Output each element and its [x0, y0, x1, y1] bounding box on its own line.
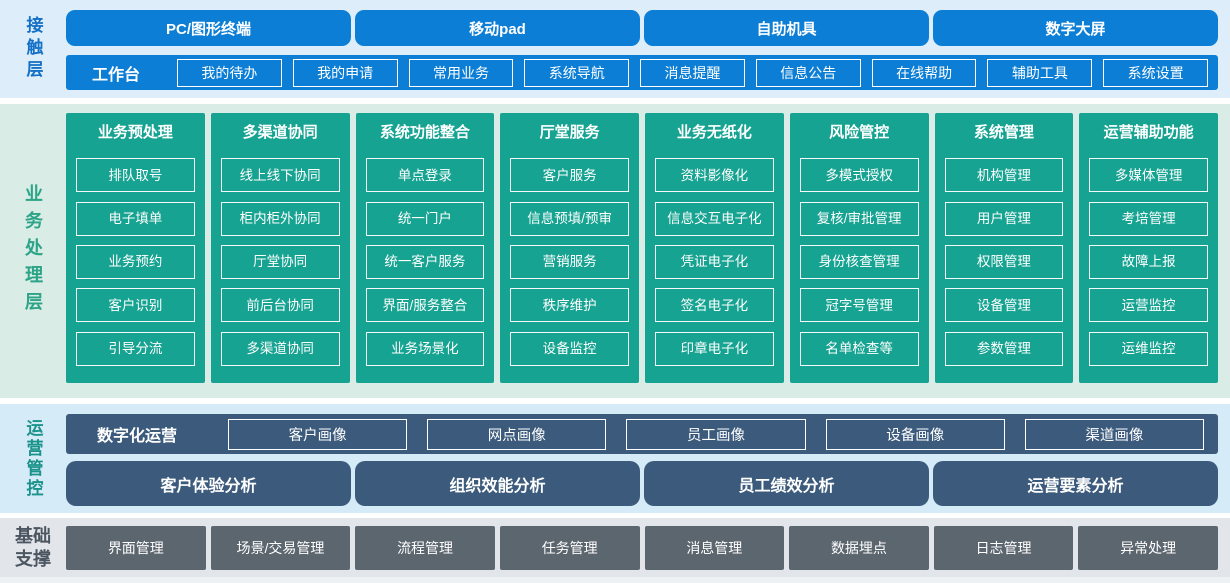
terminal-mobile-pad: 移动pad: [355, 10, 640, 46]
portrait-branch: 网点画像: [427, 418, 607, 450]
workbench-item-message-alerts: 消息提醒: [640, 58, 745, 87]
foundation-row: 界面管理 场景/交易管理 流程管理 任务管理 消息管理 数据埋点 日志管理 异常…: [66, 526, 1218, 570]
workbench-title: 工作台: [91, 66, 140, 84]
workbench-item-applications: 我的申请: [292, 58, 398, 87]
foundation-label: 基础支撑: [14, 526, 51, 569]
workbench-item-todo: 我的待办: [177, 58, 282, 87]
column-item: 多渠道协同: [220, 331, 340, 366]
terminal-pc: PC/图形终端: [66, 10, 351, 46]
portrait-customer: 客户画像: [228, 418, 408, 450]
column-system-integration: 系统功能整合 单点登录 统一门户 统一客户服务 界面/服务整合 业务场景化: [355, 113, 495, 383]
workbench-item-system-nav: 系统导航: [524, 58, 630, 87]
column-item: 设备管理: [944, 288, 1064, 323]
column-item: 多模式授权: [799, 158, 919, 193]
column-title: 业务无纸化: [676, 124, 752, 141]
workbench-item-common-business: 常用业务: [408, 58, 514, 87]
column-item: 复核/审批管理: [799, 201, 919, 236]
digital-operations-title: 数字化运营: [96, 428, 177, 445]
column-item: 参数管理: [944, 331, 1064, 366]
digital-operations-bar: 数字化运营 客户画像 网点画像 员工画像 设备画像 渠道画像: [66, 414, 1218, 454]
analysis-row: 客户体验分析 组织效能分析 员工绩效分析 运营要素分析: [66, 461, 1218, 506]
processing-layer-label: 业务处理层: [23, 183, 43, 319]
column-item: 用户管理: [944, 201, 1064, 236]
column-item: 业务场景化: [365, 331, 485, 366]
column-item: 营销服务: [510, 244, 629, 279]
column-item: 信息交互电子化: [655, 201, 774, 236]
column-risk-control: 风险管控 多模式授权 复核/审批管理 身份核查管理 冠字号管理 名单检查等: [789, 113, 929, 383]
column-business-preprocessing: 业务预处理 排队取号 电子填单 业务预约 客户识别 引导分流: [66, 113, 205, 383]
analysis-employee-performance: 员工绩效分析: [644, 461, 929, 506]
column-item: 统一门户: [365, 201, 485, 236]
terminal-self-service: 自助机具: [644, 10, 929, 46]
column-item: 资料影像化: [655, 158, 774, 193]
foundation-ui-management: 界面管理: [66, 526, 206, 570]
column-item: 客户识别: [76, 288, 195, 323]
column-item: 印章电子化: [655, 331, 774, 366]
column-title: 多渠道协同: [242, 124, 318, 141]
column-title: 系统功能整合: [379, 124, 470, 141]
column-paperless-business: 业务无纸化 资料影像化 信息交互电子化 凭证电子化 签名电子化 印章电子化: [645, 113, 784, 383]
column-item: 电子填单: [76, 201, 195, 236]
column-item: 业务预约: [76, 244, 195, 279]
workbench-item-online-help: 在线帮助: [871, 58, 977, 87]
portrait-employee: 员工画像: [626, 418, 806, 450]
column-item: 秩序维护: [510, 288, 629, 323]
foundation-data-tracking: 数据埋点: [789, 526, 929, 570]
column-item: 机构管理: [944, 158, 1064, 193]
footer-strip: [0, 577, 1230, 583]
column-system-management: 系统管理 机构管理 用户管理 权限管理 设备管理 参数管理: [934, 113, 1074, 383]
foundation-message-management: 消息管理: [644, 526, 785, 570]
portrait-channel: 渠道画像: [1024, 418, 1205, 450]
contact-layer-label: 接触层: [23, 16, 43, 82]
column-ops-auxiliary: 运营辅助功能 多媒体管理 考培管理 故障上报 运营监控 运维监控: [1079, 113, 1218, 383]
column-item: 凭证电子化: [655, 244, 774, 279]
portrait-device: 设备画像: [825, 418, 1005, 450]
column-item: 界面/服务整合: [365, 288, 485, 323]
column-item: 多媒体管理: [1089, 158, 1208, 193]
column-item: 身份核查管理: [799, 244, 919, 279]
column-title: 厅堂服务: [539, 124, 600, 141]
foundation-process-management: 流程管理: [355, 526, 495, 570]
column-item: 设备监控: [510, 331, 629, 366]
column-multichannel-collab: 多渠道协同 线上线下协同 柜内柜外协同 厅堂协同 前后台协同 多渠道协同: [210, 113, 350, 383]
column-item: 客户服务: [510, 158, 629, 193]
foundation-task-management: 任务管理: [499, 526, 640, 570]
workbench-item-system-settings: 系统设置: [1103, 58, 1209, 87]
analysis-ops-elements: 运营要素分析: [933, 461, 1218, 506]
column-title: 风险管控: [829, 124, 890, 141]
terminal-row: PC/图形终端 移动pad 自助机具 数字大屏: [66, 10, 1218, 46]
column-item: 排队取号: [76, 158, 195, 193]
foundation-scene-transaction: 场景/交易管理: [210, 526, 351, 570]
foundation-log-management: 日志管理: [933, 526, 1074, 570]
column-item: 名单检查等: [799, 331, 919, 366]
column-item: 线上线下协同: [220, 158, 340, 193]
workbench-item-aux-tools: 辅助工具: [987, 58, 1093, 87]
workbench-bar: 工作台 我的待办 我的申请 常用业务 系统导航 消息提醒 信息公告 在线帮助 辅…: [66, 55, 1218, 90]
column-item: 单点登录: [365, 158, 485, 193]
foundation-exception-handling: 异常处理: [1078, 526, 1218, 570]
column-item: 权限管理: [944, 244, 1064, 279]
terminal-digital-screen: 数字大屏: [933, 10, 1218, 46]
column-item: 签名电子化: [655, 288, 774, 323]
analysis-org-efficiency: 组织效能分析: [355, 461, 640, 506]
column-item: 引导分流: [76, 331, 195, 366]
column-item: 冠字号管理: [799, 288, 919, 323]
column-hall-services: 厅堂服务 客户服务 信息预填/预审 营销服务 秩序维护 设备监控: [500, 113, 639, 383]
column-item: 运维监控: [1089, 331, 1208, 366]
column-item: 厅堂协同: [220, 244, 340, 279]
processing-columns: 业务预处理 排队取号 电子填单 业务预约 客户识别 引导分流 多渠道协同 线上线…: [66, 113, 1218, 383]
column-item: 柜内柜外协同: [220, 201, 340, 236]
column-item: 前后台协同: [220, 288, 340, 323]
column-item: 统一客户服务: [365, 244, 485, 279]
operations-label: 运营管控: [23, 418, 43, 499]
analysis-customer-experience: 客户体验分析: [66, 461, 351, 506]
column-title: 业务预处理: [97, 124, 173, 141]
workbench-item-announcements: 信息公告: [755, 58, 861, 87]
column-item: 故障上报: [1089, 244, 1208, 279]
column-item: 运营监控: [1089, 288, 1208, 323]
column-title: 运营辅助功能: [1103, 124, 1194, 141]
column-title: 系统管理: [973, 124, 1034, 141]
column-item: 信息预填/预审: [510, 201, 629, 236]
column-item: 考培管理: [1089, 201, 1208, 236]
